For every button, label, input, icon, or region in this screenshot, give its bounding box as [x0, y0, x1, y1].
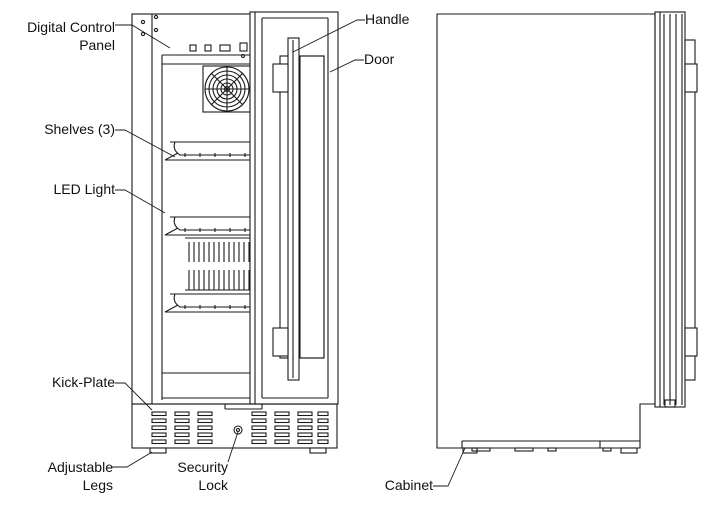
- side-cabinet: [436, 13, 656, 454]
- label-handle: Handle: [365, 11, 410, 27]
- label-kick-plate: Kick-Plate: [51, 374, 115, 390]
- control-panel-buttons: [189, 42, 248, 59]
- label-adjustable-legs-line1: Adjustable: [47, 459, 113, 475]
- label-led-light: LED Light: [53, 181, 115, 197]
- adjustable-legs: [149, 447, 327, 454]
- security-lock-icon: [233, 425, 243, 435]
- label-adjustable-legs-line2: Legs: [82, 477, 113, 493]
- kick-plate: [131, 403, 338, 449]
- label-security-lock-line2: Lock: [198, 477, 228, 493]
- shelf-middle: [164, 216, 255, 236]
- label-cabinet: Cabinet: [384, 477, 433, 493]
- label-security-lock-line1: Security: [177, 459, 228, 475]
- side-door: [654, 11, 686, 408]
- label-shelves: Shelves (3): [44, 121, 115, 137]
- rear-grille: [185, 237, 255, 291]
- side-handle: [684, 39, 698, 381]
- label-door: Door: [364, 51, 395, 67]
- leader-lines: [112, 19, 466, 487]
- label-digital-control-panel-line1: Digital Control: [27, 19, 115, 35]
- fan-icon: [202, 65, 253, 113]
- door-handle: [272, 37, 300, 381]
- shelf-top: [164, 141, 255, 161]
- shelf-bottom: [164, 293, 255, 313]
- label-digital-control-panel-line2: Panel: [79, 37, 115, 53]
